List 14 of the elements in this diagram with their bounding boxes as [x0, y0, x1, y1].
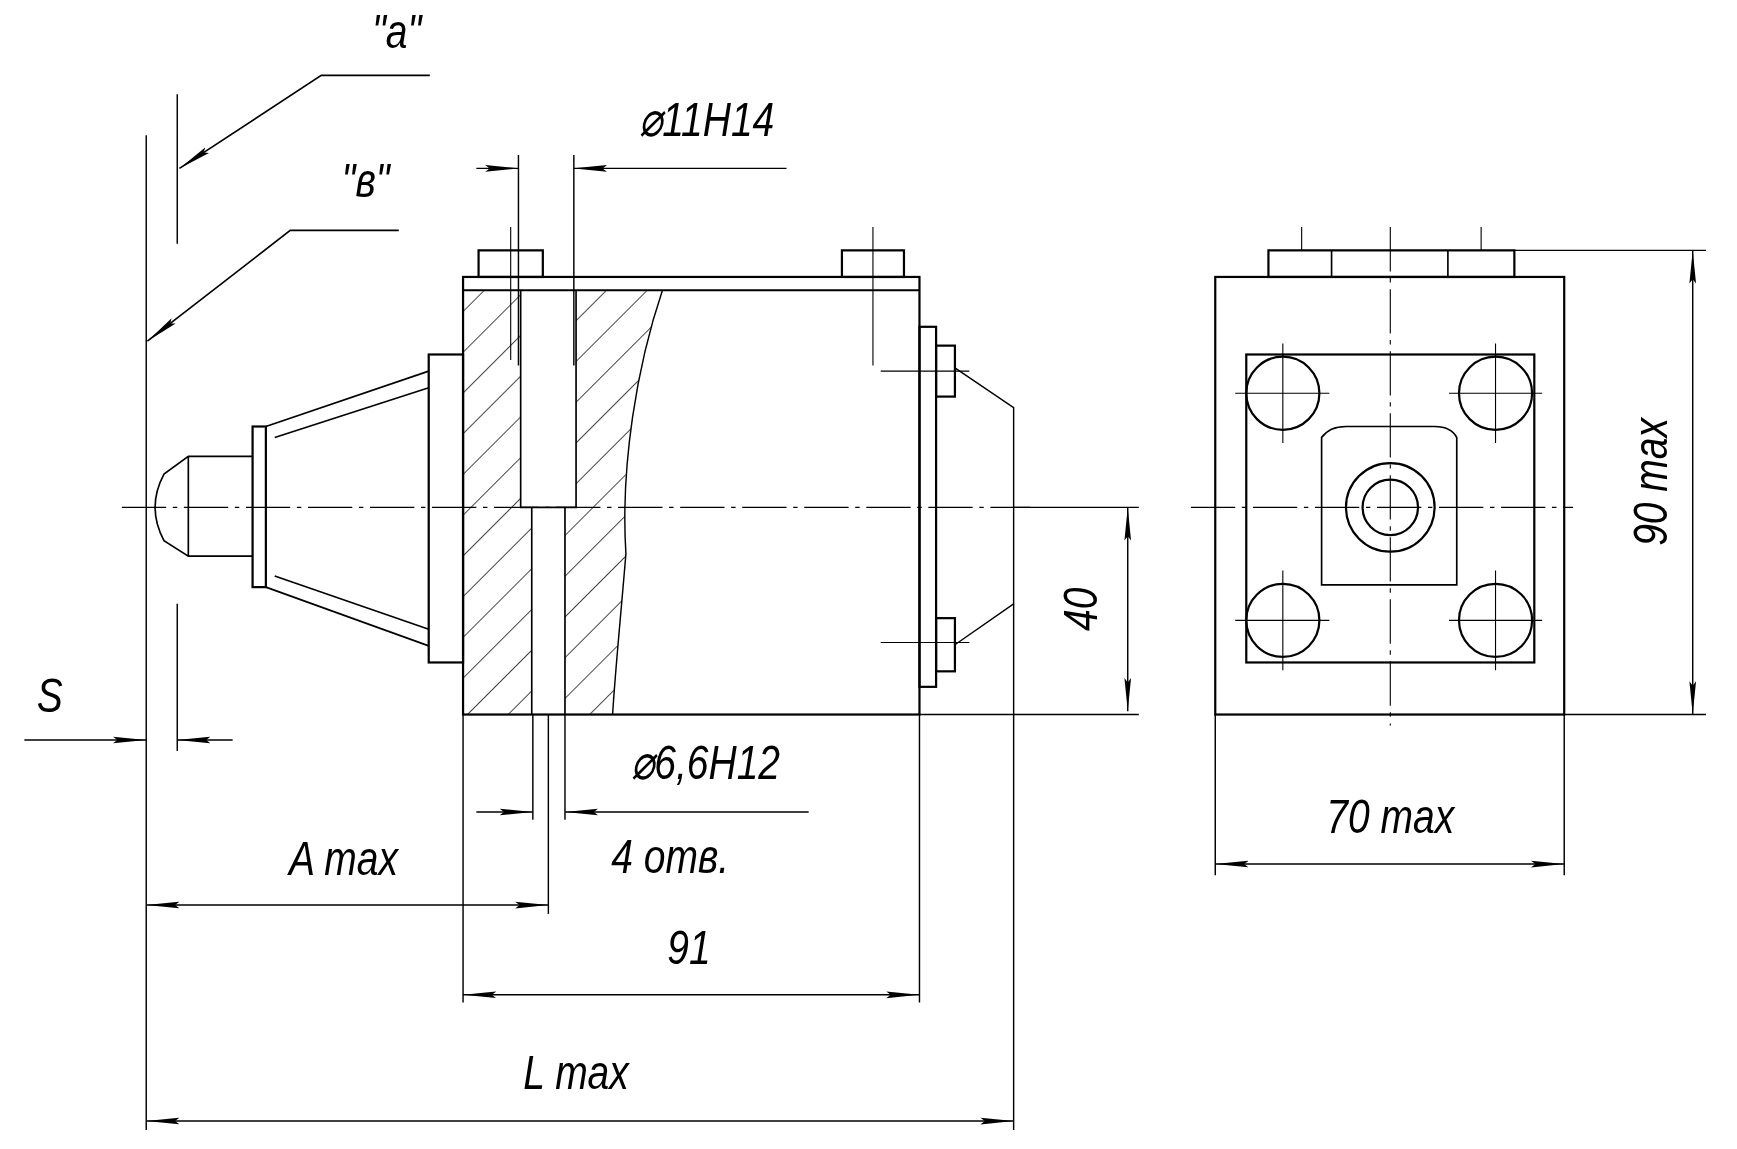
- dimension-text: ⌀6,6H12: [631, 737, 781, 787]
- view-label: "в": [341, 156, 390, 205]
- leader-line: [178, 74, 431, 170]
- dimension-text: 40: [1055, 587, 1105, 631]
- dimension-text: S: [36, 671, 63, 721]
- note-text: 4 отв.: [611, 831, 730, 881]
- dimension-text: ⌀11H14: [639, 95, 775, 144]
- dimension-text: 90 max: [1626, 417, 1675, 546]
- dimension-text: A max: [288, 834, 398, 883]
- dimension-text: L max: [523, 1048, 629, 1097]
- dimension-text: 91: [667, 922, 711, 972]
- view-label: "а": [371, 6, 422, 56]
- leader-line: [146, 229, 400, 343]
- dimension-text: 70 max: [1326, 792, 1455, 841]
